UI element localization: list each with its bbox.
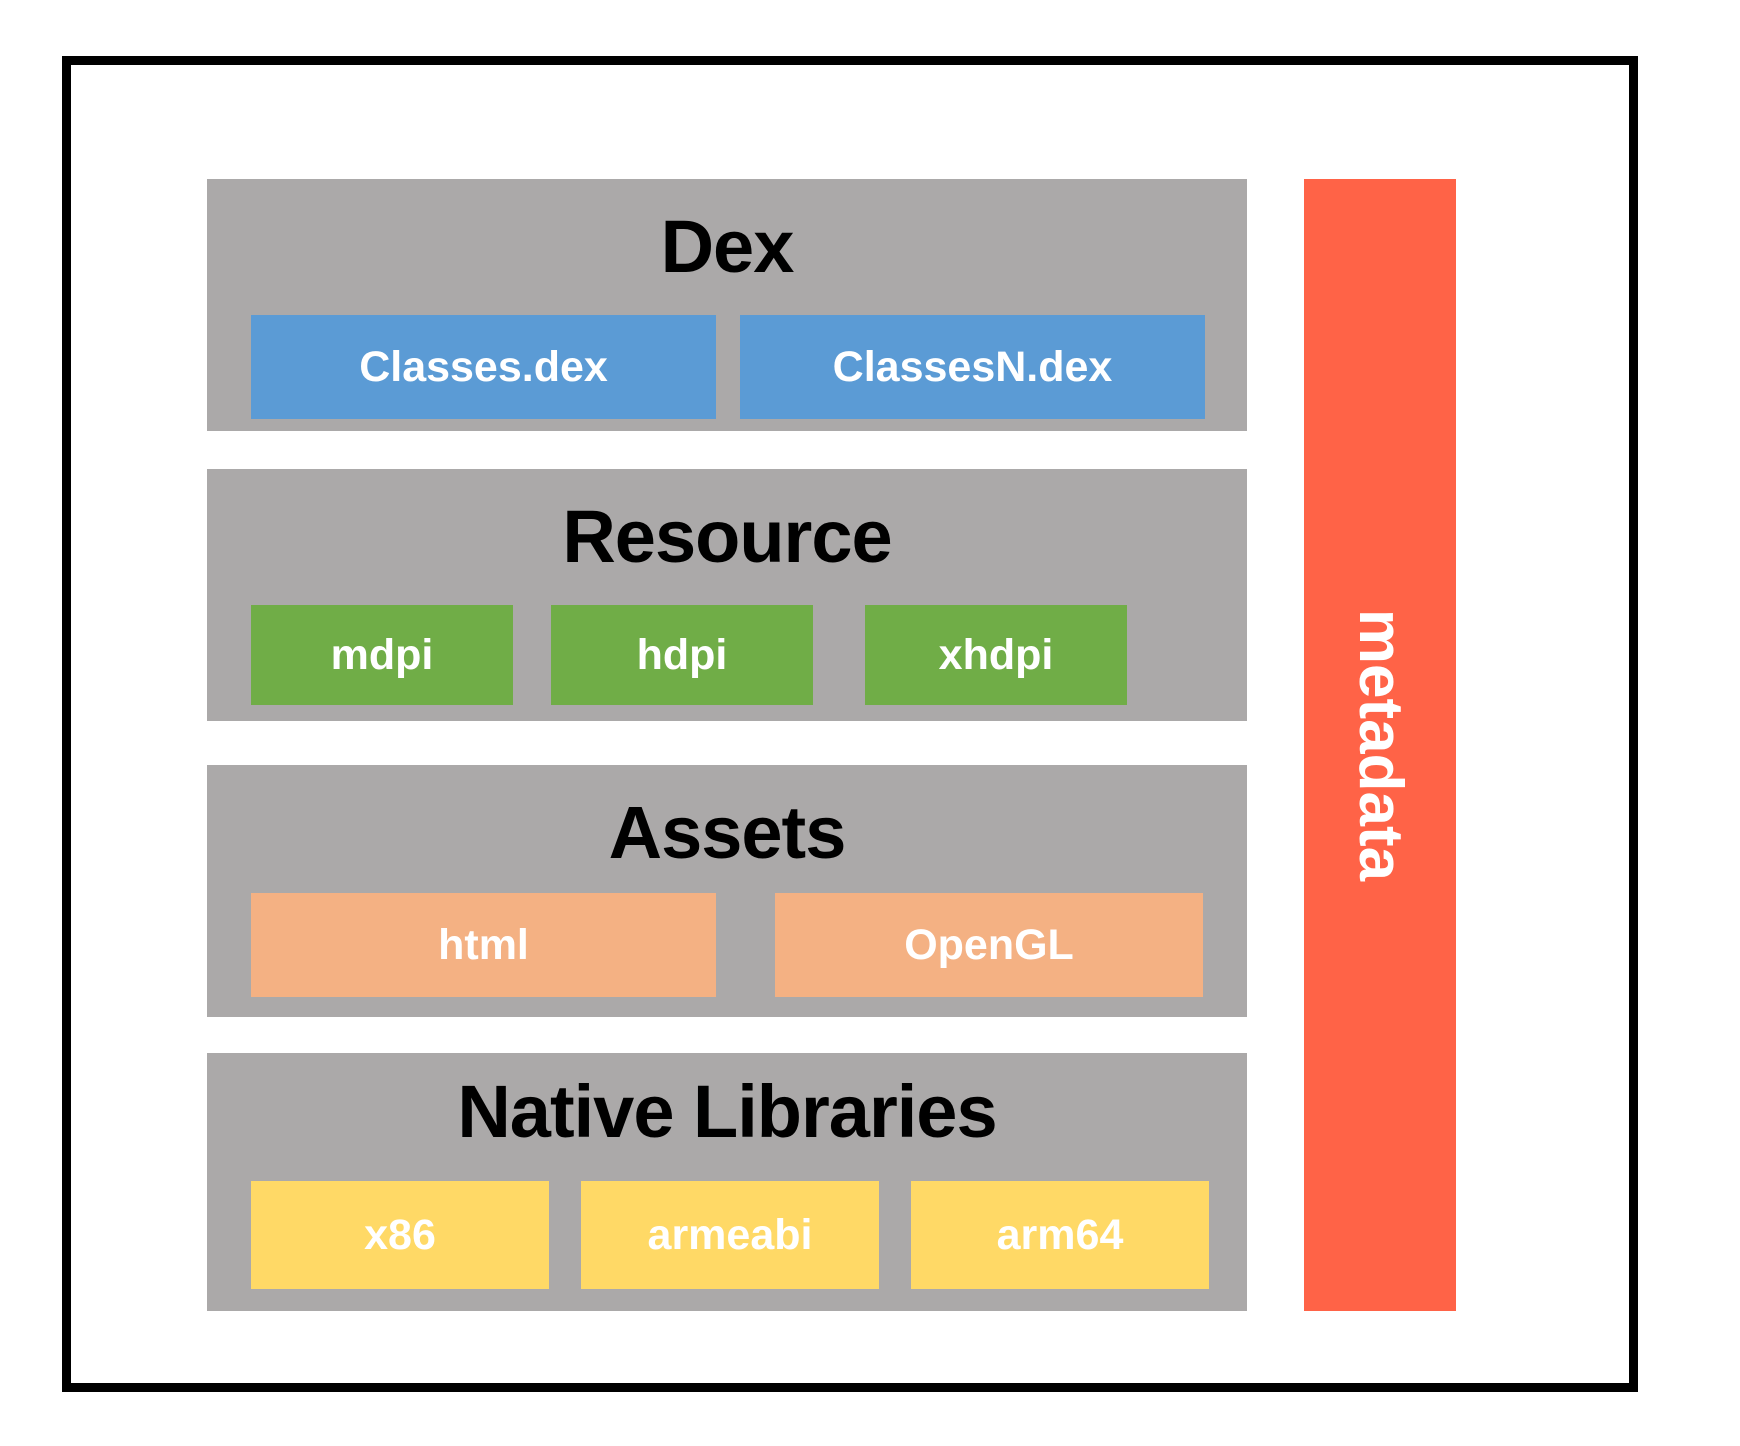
section-title-native-libraries: Native Libraries: [457, 1070, 997, 1153]
chip-classesn-dex[interactable]: ClassesN.dex: [740, 315, 1205, 419]
chip-html[interactable]: html: [251, 893, 716, 997]
section-resource: Resource mdpi hdpi xhdpi: [207, 469, 1247, 721]
section-native-libraries: Native Libraries x86 armeabi arm64: [207, 1053, 1247, 1311]
chip-classes-dex[interactable]: Classes.dex: [251, 315, 716, 419]
chip-arm64[interactable]: arm64: [911, 1181, 1209, 1289]
chip-mdpi[interactable]: mdpi: [251, 605, 513, 705]
section-title-resource: Resource: [562, 495, 892, 578]
section-assets: Assets html OpenGL: [207, 765, 1247, 1017]
chip-opengl[interactable]: OpenGL: [775, 893, 1203, 997]
section-title-dex: Dex: [660, 205, 795, 288]
chip-x86[interactable]: x86: [251, 1181, 549, 1289]
apk-container-frame: Dex Classes.dex ClassesN.dex Resource md…: [62, 56, 1638, 1392]
chip-armeabi[interactable]: armeabi: [581, 1181, 879, 1289]
chip-hdpi[interactable]: hdpi: [551, 605, 813, 705]
section-dex: Dex Classes.dex ClassesN.dex: [207, 179, 1247, 431]
metadata-bar[interactable]: metadata: [1304, 179, 1456, 1311]
section-title-assets: Assets: [608, 791, 847, 874]
chip-xhdpi[interactable]: xhdpi: [865, 605, 1127, 705]
metadata-label: metadata: [1346, 608, 1415, 882]
